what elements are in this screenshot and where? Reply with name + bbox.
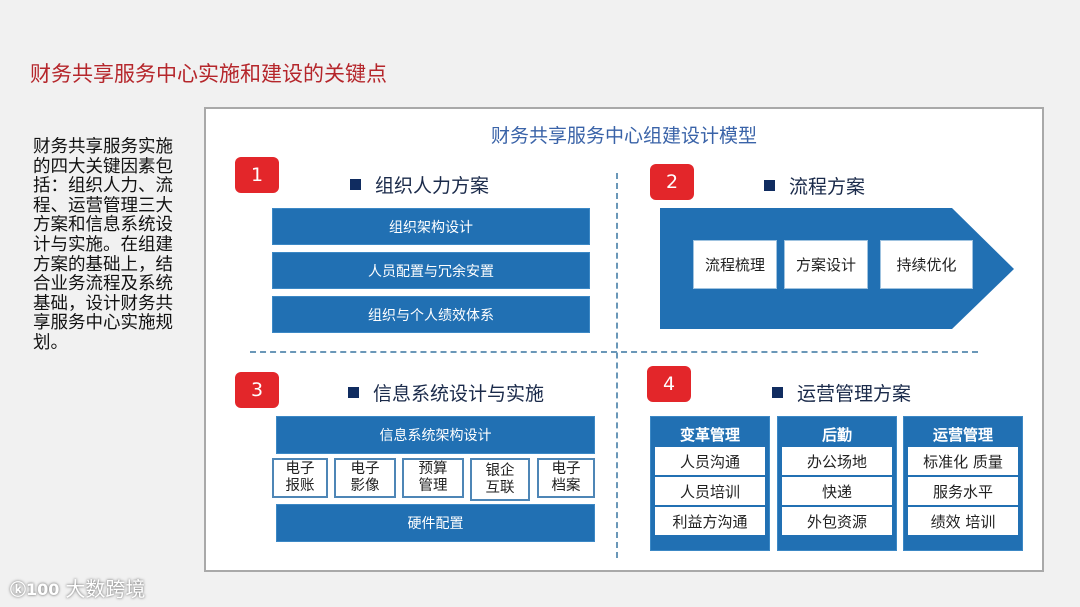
section-3-title: 信息系统设计与实施 [348, 379, 544, 406]
system-module: 预算管理 [402, 458, 464, 498]
section-3-badge: 3 [235, 372, 279, 408]
side-description: 财务共享服务实施的四大关键因素包括：组织人力、流程、运营管理三大方案和信息系统设… [33, 137, 173, 353]
section-2-title: 流程方案 [764, 172, 865, 199]
watermark: ⓚ100 大数跨境 [10, 573, 145, 602]
ops-column-header: 变革管理 [679, 425, 740, 444]
section-4-title: 运营管理方案 [772, 379, 911, 406]
slide-title: 财务共享服务中心实施和建设的关键点 [30, 62, 387, 86]
section-4-badge: 4 [647, 366, 691, 402]
bullet-square-icon [764, 180, 775, 191]
model-panel: 财务共享服务中心组建设计模型 1 组织人力方案 组织架构设计 人员配置与冗余安置… [204, 107, 1044, 572]
ops-cell: 快递 [782, 477, 892, 505]
ops-column-header: 后勤 [821, 425, 852, 444]
system-module: 电子影像 [334, 458, 396, 498]
hardware-config-bar: 硬件配置 [276, 504, 595, 542]
process-step: 持续优化 [880, 240, 973, 289]
org-item-bar: 组织架构设计 [272, 208, 590, 245]
process-step: 流程梳理 [693, 240, 777, 289]
org-item-bar: 组织与个人绩效体系 [272, 296, 590, 333]
section-1-title: 组织人力方案 [350, 171, 489, 198]
section-2-badge: 2 [650, 164, 694, 200]
bullet-square-icon [772, 387, 783, 398]
watermark-logo-icon: ⓚ100 [10, 579, 60, 599]
system-module: 电子报账 [272, 458, 328, 498]
system-architecture-bar: 信息系统架构设计 [276, 416, 595, 454]
model-title: 财务共享服务中心组建设计模型 [490, 125, 757, 147]
ops-cell: 人员培训 [655, 477, 765, 505]
vertical-divider [616, 173, 618, 558]
ops-cell: 标准化 质量 [908, 447, 1018, 475]
ops-cell: 外包资源 [782, 507, 892, 535]
ops-cell: 办公场地 [782, 447, 892, 475]
org-item-bar: 人员配置与冗余安置 [272, 252, 590, 289]
ops-column-logistics: 后勤 办公场地 快递 外包资源 [777, 416, 897, 551]
ops-column-change-management: 变革管理 人员沟通 人员培训 利益方沟通 [650, 416, 770, 551]
process-step: 方案设计 [784, 240, 868, 289]
bullet-square-icon [348, 387, 359, 398]
bullet-square-icon [350, 179, 361, 190]
watermark-text: 大数跨境 [65, 577, 146, 601]
ops-column-header: 运营管理 [932, 425, 993, 444]
horizontal-divider [250, 351, 978, 353]
system-module: 电子档案 [537, 458, 595, 498]
ops-cell: 人员沟通 [655, 447, 765, 475]
ops-cell: 服务水平 [908, 477, 1018, 505]
system-module: 银企互联 [470, 458, 530, 501]
section-1-badge: 1 [235, 157, 279, 193]
ops-cell: 利益方沟通 [655, 507, 765, 535]
ops-column-operations-management: 运营管理 标准化 质量 服务水平 绩效 培训 [903, 416, 1023, 551]
ops-cell: 绩效 培训 [908, 507, 1018, 535]
